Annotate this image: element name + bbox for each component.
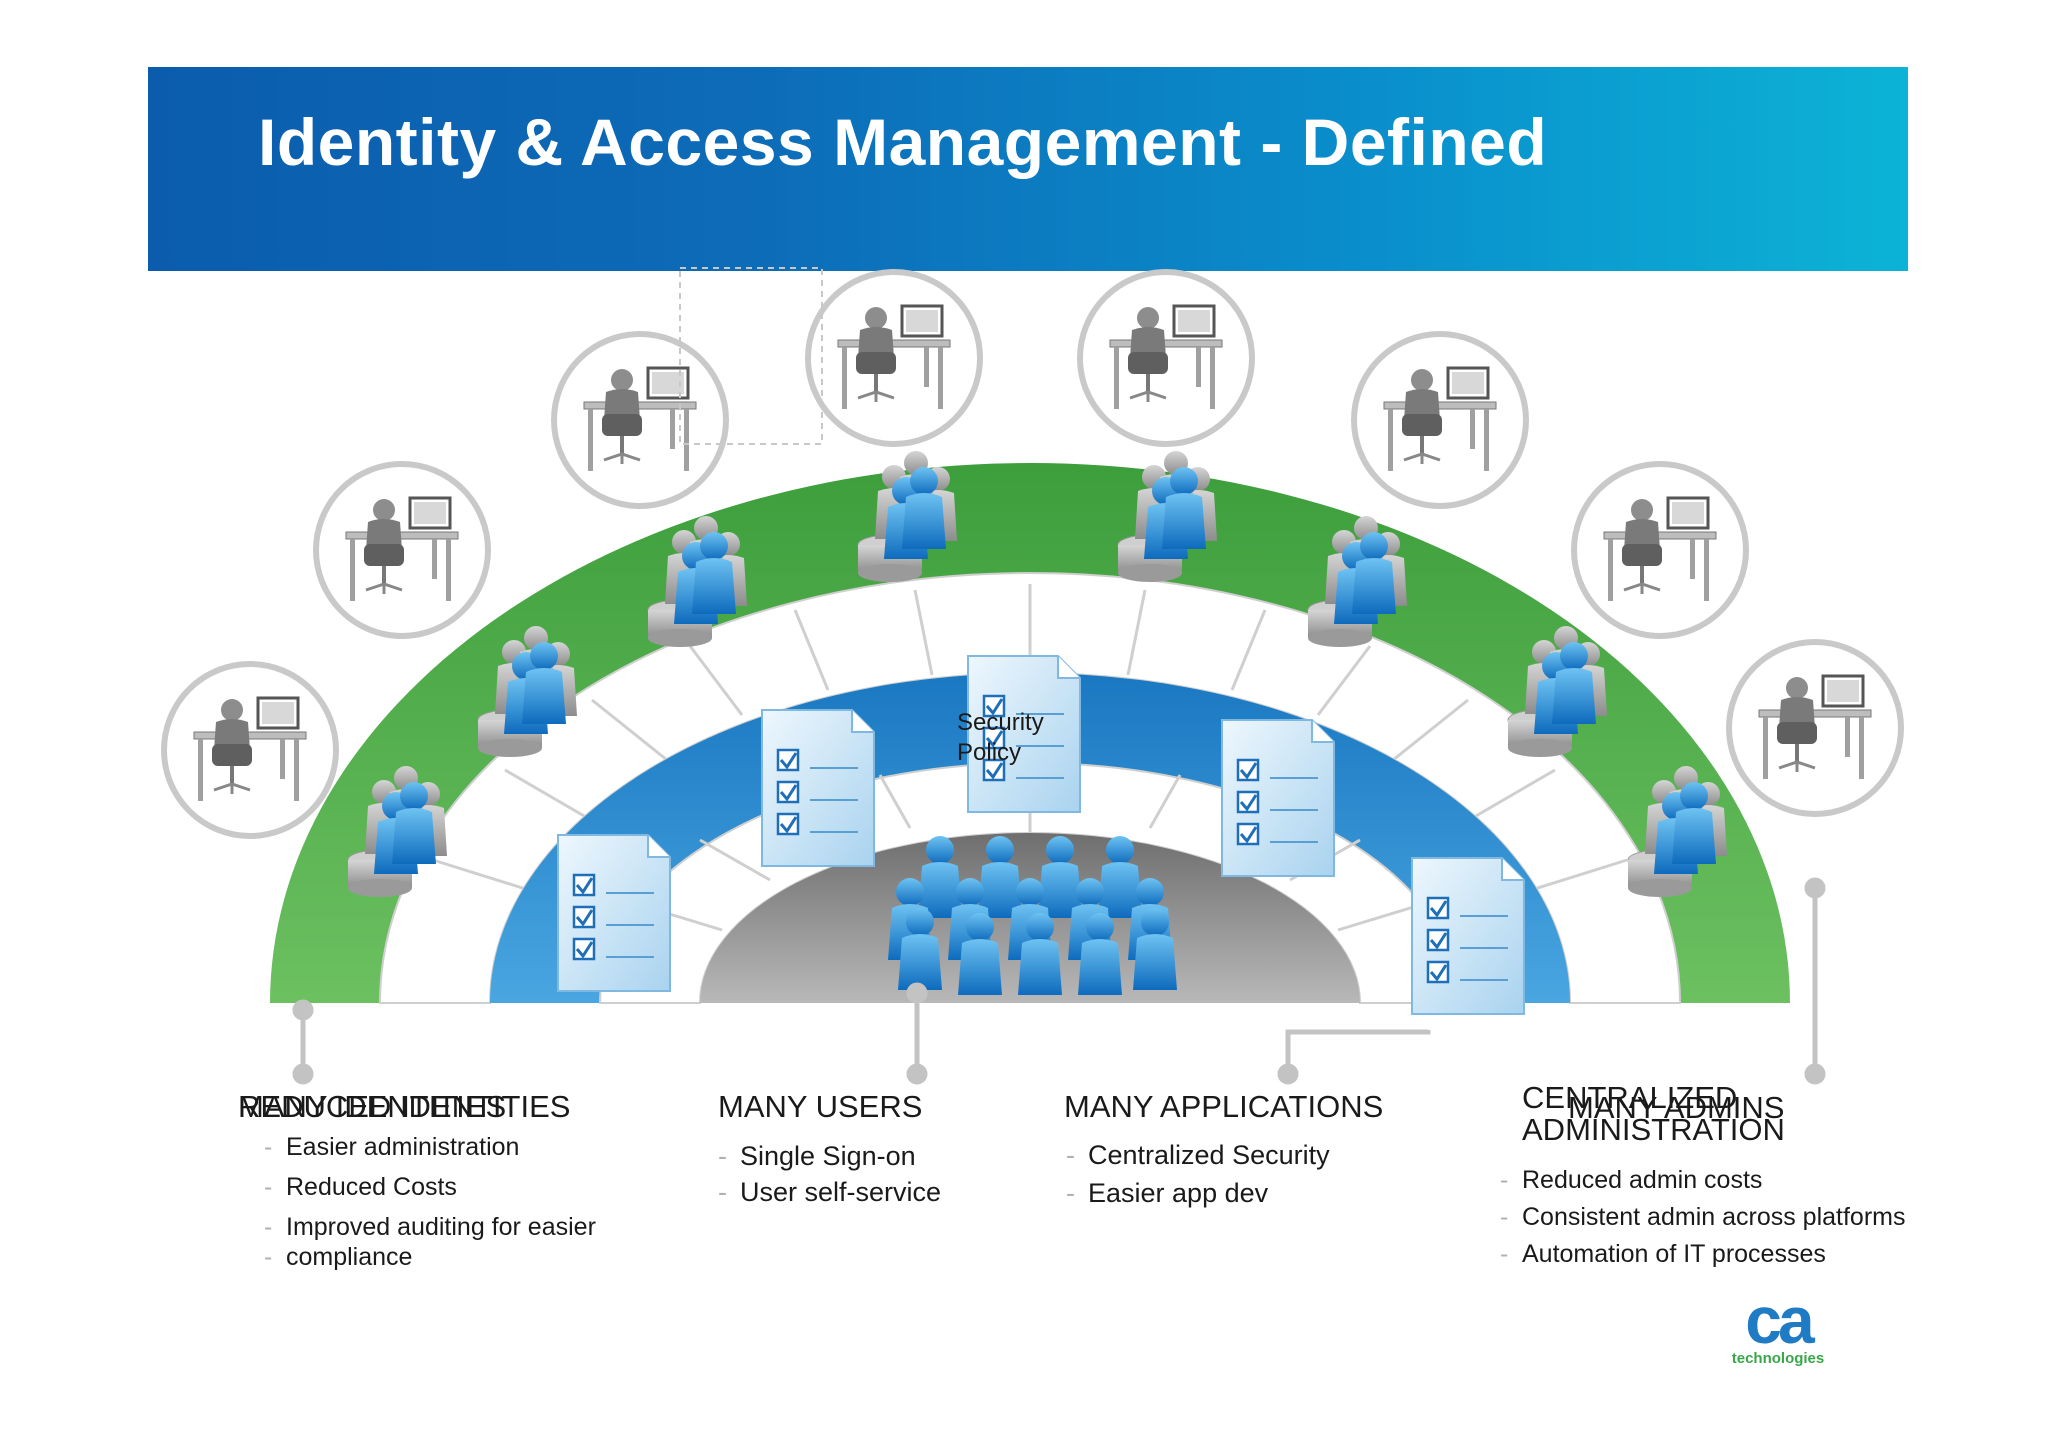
- security-policy-label: Security Policy: [957, 709, 1044, 766]
- column-heading: MANY USERS: [718, 1089, 923, 1124]
- column-heading: MANY APPLICATIONS: [1064, 1089, 1384, 1124]
- column-identities: REDUCED IDENTITIES MANY IDENTITIES Easie…: [238, 1089, 596, 1273]
- list-item: Reduced admin costs: [1500, 1162, 1905, 1199]
- title-banner: [148, 67, 1908, 271]
- green-identity-arc: [270, 463, 1790, 1003]
- column-heading: CENTRALIZED ADMINISTRATION: [1522, 1080, 1785, 1147]
- list-item: Consistent admin across platforms: [1500, 1199, 1905, 1236]
- list-item: Easier administration: [264, 1132, 596, 1162]
- connector-lines: [292, 877, 1826, 1085]
- outer-spokes: [432, 584, 1628, 893]
- benefit-list: Single Sign-on User self-service: [718, 1138, 941, 1210]
- benefit-list: Easier administration Reduced Costs Impr…: [264, 1132, 596, 1272]
- list-item: User self-service: [718, 1174, 941, 1210]
- column-heading: REDUCED IDENTITIES: [238, 1089, 571, 1124]
- logo-subtitle: technologies: [1731, 1350, 1825, 1367]
- selection-marquee: [679, 267, 823, 445]
- list-item: Reduced Costs: [264, 1172, 596, 1202]
- column-applications: MANY APPLICATIONS Centralized Security E…: [1064, 1089, 1384, 1213]
- column-admins: CENTRALIZED ADMINISTRATION MANY ADMINS R…: [1500, 1080, 1905, 1274]
- column-overlay-heading: MANY IDENTITIES: [238, 1089, 507, 1124]
- column-overlay-heading: MANY ADMINS: [1568, 1090, 1785, 1125]
- logo-mark: ca: [1745, 1283, 1814, 1357]
- ca-technologies-logo: ca technologies: [1728, 1283, 1828, 1367]
- list-item: Easier app dev: [1066, 1174, 1383, 1212]
- list-item: Single Sign-on: [718, 1138, 941, 1174]
- list-item: Centralized Security: [1066, 1136, 1383, 1174]
- list-item-continuation: compliance: [264, 1242, 596, 1272]
- column-users: MANY USERS Single Sign-on User self-serv…: [718, 1089, 941, 1211]
- list-item: Automation of IT processes: [1500, 1236, 1905, 1273]
- benefit-list: Centralized Security Easier app dev: [1066, 1136, 1383, 1212]
- benefit-list: Reduced admin costs Consistent admin acr…: [1500, 1162, 1905, 1273]
- list-item: Improved auditing for easier: [264, 1212, 596, 1242]
- page-title: Identity & Access Management - Defined: [258, 105, 1548, 179]
